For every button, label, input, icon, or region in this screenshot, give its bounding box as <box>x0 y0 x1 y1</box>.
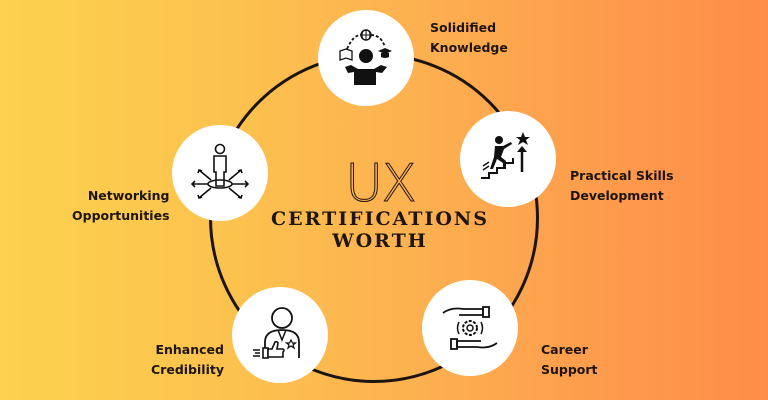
person-arrows-network-icon <box>190 143 250 200</box>
label-solidified-knowledge: Solidified Knowledge <box>430 20 508 55</box>
node-career-support <box>422 280 518 376</box>
node-solidified-knowledge <box>318 10 414 106</box>
label-career-support: Career Support <box>541 342 598 377</box>
node-enhanced-credibility <box>232 287 328 383</box>
center-title: UX CERTIFICATIONS WORTH <box>260 154 500 253</box>
ux-logo: UX <box>345 154 418 214</box>
juggling-knowledge-icon <box>339 29 392 85</box>
label-networking: Networking Opportunities <box>72 188 170 223</box>
node-practical-skills <box>460 111 556 207</box>
person-thumbs-up-icon <box>253 307 300 359</box>
title-line1: CERTIFICATIONS <box>271 208 489 230</box>
label-practical-skills: Practical Skills Development <box>570 168 674 203</box>
climbing-stairs-star-icon <box>481 132 530 179</box>
title-line2: WORTH <box>332 230 428 252</box>
node-networking <box>172 125 268 221</box>
hands-gear-icon <box>442 306 498 350</box>
label-enhanced-credibility: Enhanced Credibility <box>151 342 224 377</box>
